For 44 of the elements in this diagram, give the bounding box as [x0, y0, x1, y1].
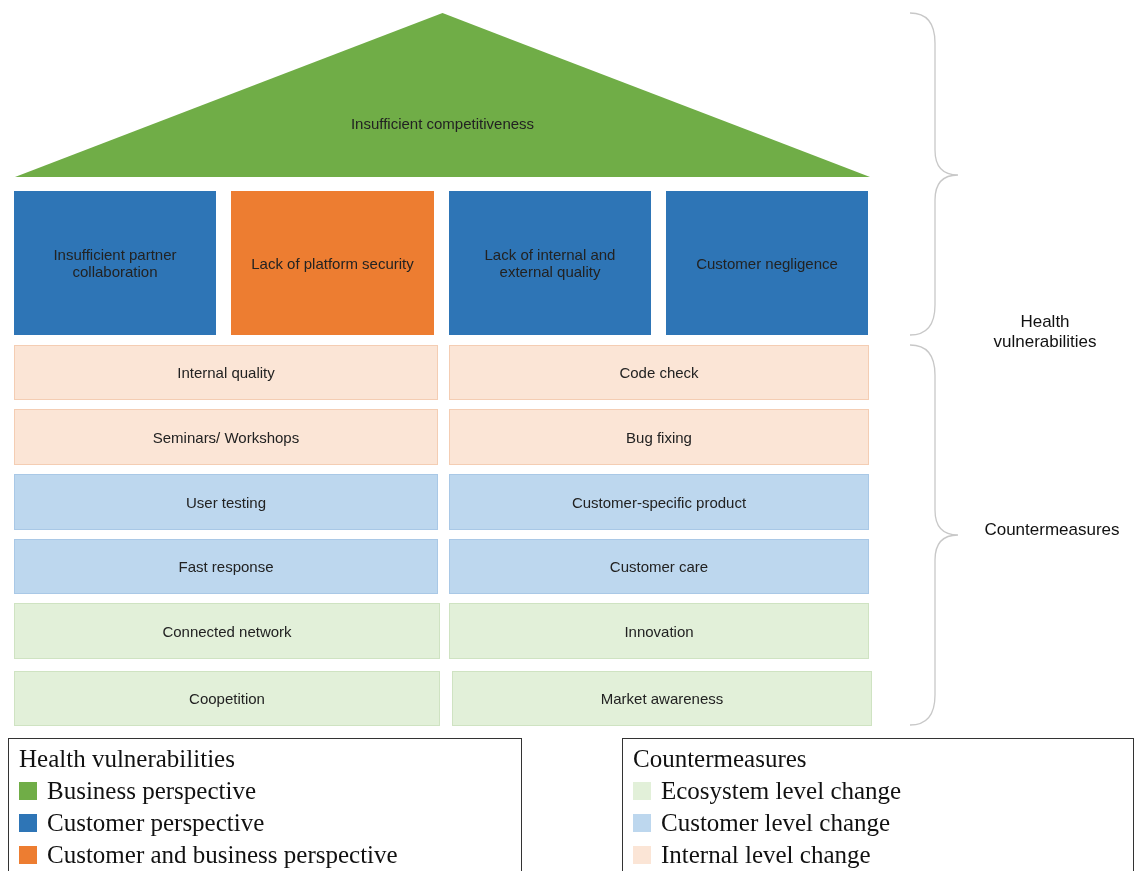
box-label: Lack of internal and external quality — [483, 246, 617, 280]
legend-title: Countermeasures — [633, 745, 807, 773]
category-box — [449, 345, 869, 400]
roof-triangle — [15, 13, 870, 177]
category-box — [14, 409, 438, 465]
box-label: Seminars/ Workshops — [151, 428, 301, 446]
category-box — [452, 671, 872, 726]
legend-text: Customer level change — [661, 809, 891, 837]
category-box — [14, 671, 440, 726]
category-box — [666, 191, 868, 335]
box-label: Fast response — [177, 558, 275, 575]
category-box — [14, 191, 216, 335]
category-box — [231, 191, 434, 335]
box-label: Bug fixing — [625, 428, 693, 446]
legend-text: Customer perspective — [47, 809, 265, 837]
legend-title: Health vulnerabilities — [19, 745, 235, 773]
box-label: Market awareness — [599, 690, 725, 707]
box-label: Code check — [618, 364, 700, 381]
category-box — [449, 539, 869, 594]
category-box — [14, 345, 438, 400]
box-label: Insufficient partner collaboration — [52, 246, 178, 280]
box-label: User testing — [184, 493, 267, 511]
box-label: Insufficient competitiveness — [349, 115, 536, 132]
legend-text: Ecosystem level change — [661, 777, 902, 805]
box-label: Connected network — [161, 622, 293, 640]
category-box — [14, 474, 438, 530]
box-label: Customer negligence — [695, 254, 839, 272]
brace-label: Health vulnerabilities — [992, 312, 1098, 352]
legend-text: Customer and business perspective — [47, 841, 398, 869]
legend-text: Internal level change — [661, 841, 871, 869]
box-label: Innovation — [623, 622, 695, 640]
box-label: Lack of platform security — [250, 254, 415, 272]
brace-label: Countermeasures — [983, 520, 1121, 540]
category-box — [14, 539, 438, 594]
box-label: Internal quality — [176, 364, 276, 381]
category-box — [449, 409, 869, 465]
box-label: Customer care — [608, 558, 710, 575]
category-box — [14, 603, 440, 659]
box-label: Customer-specific product — [570, 493, 748, 511]
box-label: Coopetition — [188, 690, 266, 707]
category-box — [449, 603, 869, 659]
category-box — [449, 191, 651, 335]
legend-text: Business perspective — [47, 777, 256, 805]
category-box — [449, 474, 869, 530]
